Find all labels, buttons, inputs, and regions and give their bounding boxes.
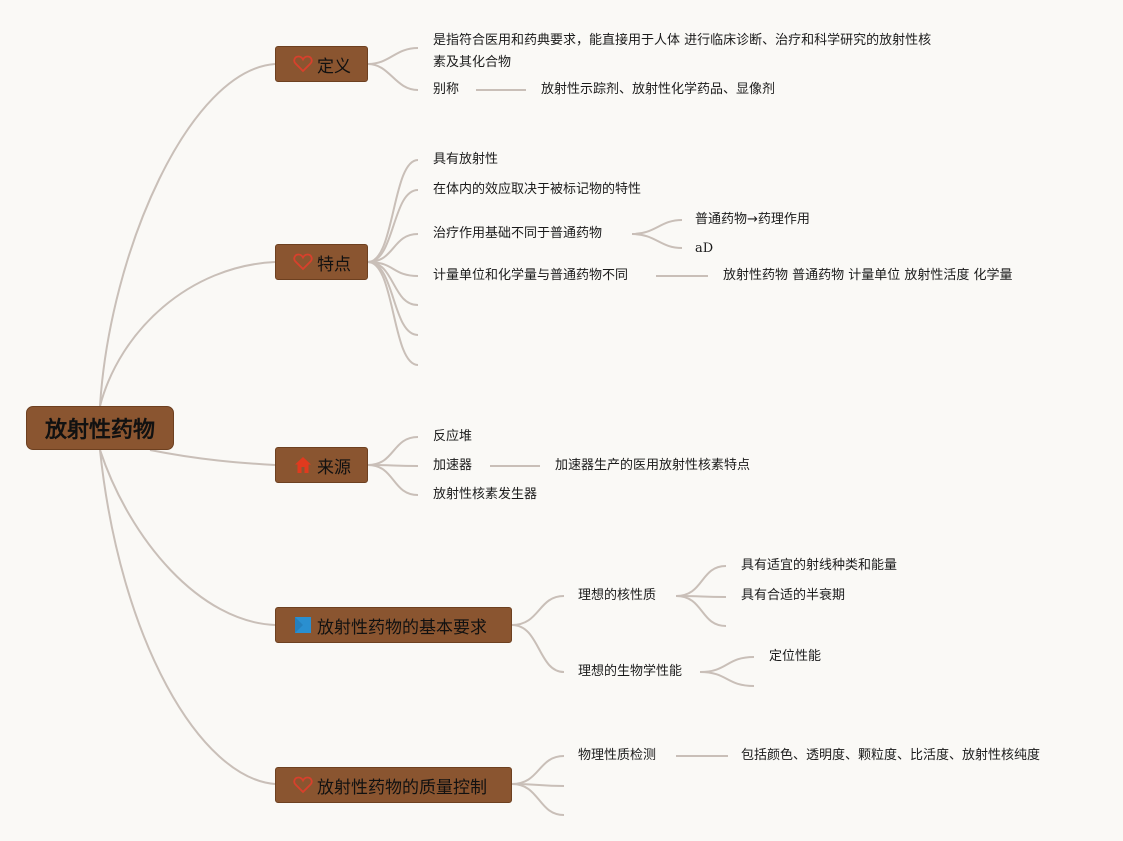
branch-features-label: 特点: [317, 254, 351, 275]
source-reactor: 反应堆: [433, 429, 473, 444]
source-generator: 放射性核素发生器: [433, 487, 538, 502]
root-node[interactable]: 放射性药物: [26, 406, 174, 450]
requirements-nuclear-a: 具有适宜的射线种类和能量: [741, 558, 898, 573]
house-icon: [292, 455, 314, 475]
quality-physical: 物理性质检测: [578, 748, 657, 763]
branch-definition[interactable]: 定义: [275, 46, 368, 82]
root-label: 放射性药物: [44, 418, 155, 443]
source-accelerator-value: 加速器生产的医用放射性核素特点: [555, 458, 751, 473]
definition-desc: 是指符合医用和药典要求，能直接用于人体 进行临床诊断、治疗和科学研究的放射性核 …: [433, 33, 932, 70]
features-effect: 在体内的效应取决于被标记物的特性: [433, 182, 642, 197]
branch-source-label: 来源: [317, 457, 351, 478]
branch-quality-label: 放射性药物的质量控制: [317, 777, 487, 798]
branch-source[interactable]: 来源: [275, 447, 368, 483]
branch-features[interactable]: 特点: [275, 244, 368, 280]
branch-definition-label: 定义: [317, 56, 351, 77]
features-units-value: 放射性药物 普通药物 计量单位 放射性活度 化学量: [723, 268, 1013, 283]
features-radioactive: 具有放射性: [433, 152, 499, 167]
features-basis-b: aD: [695, 241, 714, 256]
flag-icon: [292, 615, 314, 635]
heart-icon: [292, 252, 314, 272]
requirements-bio-a: 定位性能: [769, 649, 822, 664]
requirements-bio: 理想的生物学性能: [578, 664, 683, 679]
requirements-nuclear-b: 具有合适的半衰期: [741, 588, 846, 603]
features-units: 计量单位和化学量与普通药物不同: [433, 268, 629, 283]
features-basis-a: 普通药物→药理作用: [695, 212, 810, 227]
definition-alias-value: 放射性示踪剂、放射性化学药品、显像剂: [541, 82, 776, 97]
heart-icon: [292, 775, 314, 795]
features-basis: 治疗作用基础不同于普通药物: [433, 226, 603, 241]
requirements-nuclear: 理想的核性质: [578, 588, 657, 603]
branch-requirements[interactable]: 放射性药物的基本要求: [275, 607, 512, 643]
definition-alias: 别称: [433, 82, 460, 97]
branch-quality[interactable]: 放射性药物的质量控制: [275, 767, 512, 803]
source-accelerator: 加速器: [433, 458, 473, 473]
quality-physical-value: 包括颜色、透明度、颗粒度、比活度、放射性核纯度: [741, 748, 1041, 763]
branch-requirements-label: 放射性药物的基本要求: [317, 617, 487, 638]
heart-icon: [292, 54, 314, 74]
